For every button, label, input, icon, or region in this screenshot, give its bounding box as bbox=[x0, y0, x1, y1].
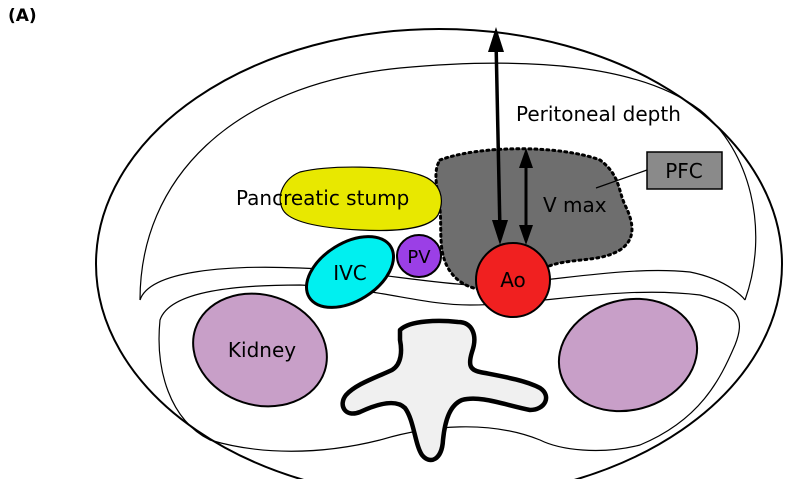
peritoneal-depth-label: Peritoneal depth bbox=[516, 102, 681, 126]
pv-label: PV bbox=[407, 247, 431, 268]
pfc-label: PFC bbox=[665, 159, 703, 183]
v-max-label: V max bbox=[543, 193, 607, 217]
pancreatic-stump-label: Pancreatic stump bbox=[236, 186, 409, 210]
ivc-label: IVC bbox=[333, 261, 367, 285]
ao-label: Ao bbox=[500, 268, 526, 292]
kidney-label: Kidney bbox=[228, 338, 296, 362]
